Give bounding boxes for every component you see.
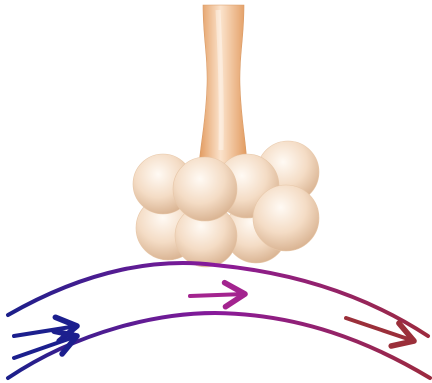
flow-arrow-middle bbox=[190, 294, 245, 296]
bronchiole-tube bbox=[199, 5, 247, 165]
capillary-vessel bbox=[8, 263, 430, 378]
alveolus bbox=[253, 185, 319, 251]
capillary-lower-wall bbox=[8, 313, 430, 378]
flow-arrows bbox=[14, 294, 414, 358]
alveolus bbox=[173, 157, 237, 221]
flow-arrow-left bbox=[14, 326, 77, 336]
